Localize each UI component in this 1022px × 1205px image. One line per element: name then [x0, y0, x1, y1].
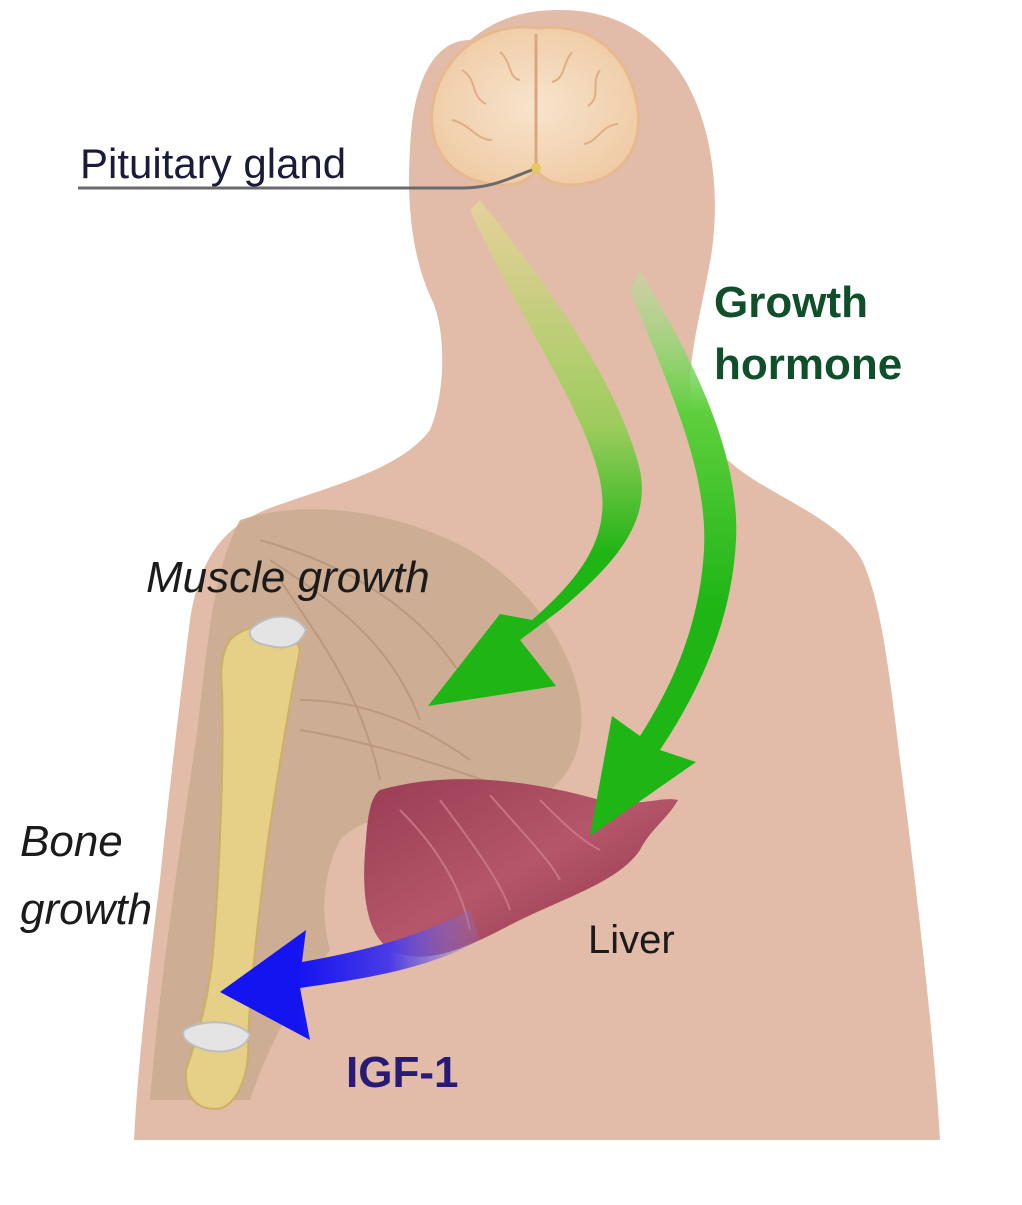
- muscle-growth-label: Muscle growth: [146, 553, 430, 602]
- growth-hormone-label-line2: hormone: [714, 340, 903, 389]
- growth-hormone-label-line1: Growth: [714, 278, 868, 327]
- brain: [430, 25, 640, 187]
- igf1-arrow: [220, 910, 480, 1040]
- liver-label: Liver: [588, 918, 675, 962]
- growth-hormone-arrow-liver: [590, 270, 737, 836]
- pituitary-gland-label: Pituitary gland: [80, 140, 347, 187]
- body-silhouette: [134, 10, 940, 1140]
- bone-growth-label: Bone growth: [20, 808, 152, 944]
- bone-growth-label-line2: growth: [20, 885, 153, 934]
- igf1-label: IGF-1: [346, 1048, 459, 1097]
- arm-bone: [182, 615, 308, 1110]
- growth-hormone-arrow-muscle: [428, 200, 642, 706]
- growth-hormone-label: Growth hormone: [714, 272, 902, 396]
- pituitary-leader-line: [78, 168, 533, 190]
- bone-growth-label-line1: Bone: [20, 817, 123, 866]
